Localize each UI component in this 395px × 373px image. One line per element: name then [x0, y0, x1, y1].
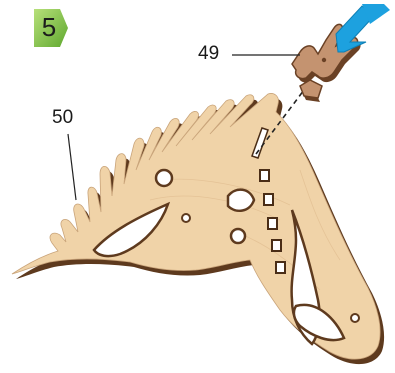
part-49-label: 49	[198, 44, 219, 63]
direction-arrow-icon	[336, 4, 390, 52]
part-50-label: 50	[52, 108, 73, 127]
step-badge: 5	[34, 9, 68, 47]
leader-line-50	[68, 134, 76, 200]
step-number: 5	[34, 12, 64, 43]
